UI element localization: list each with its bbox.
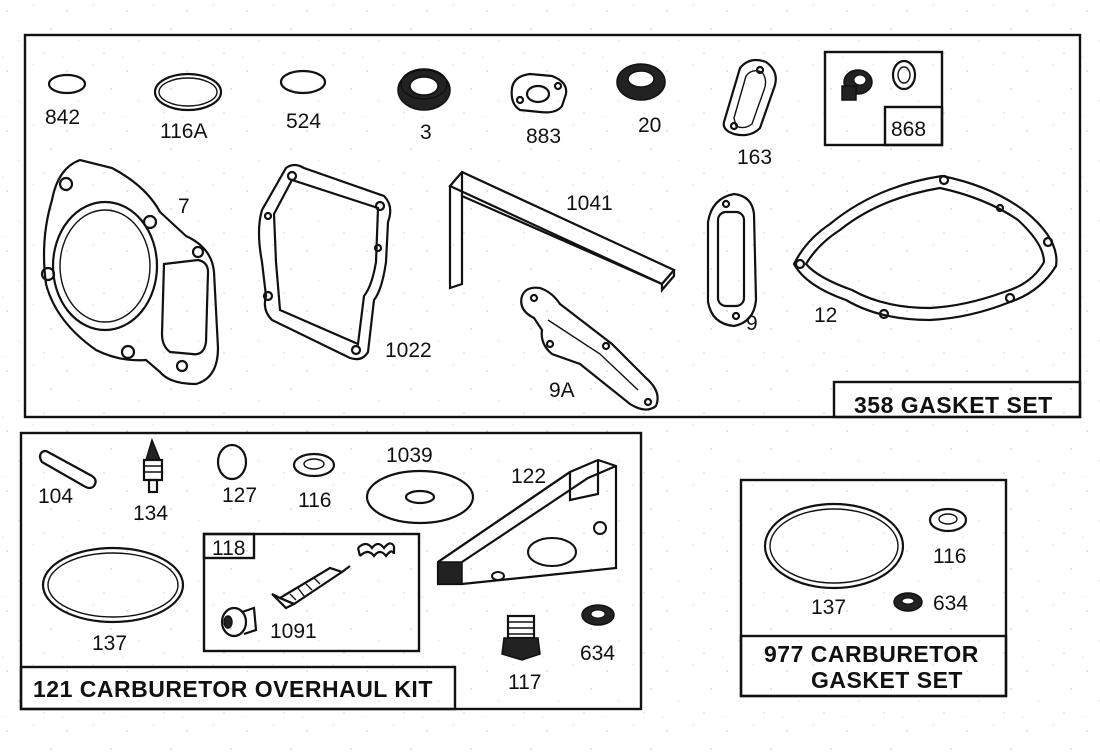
overhaul-kit-label: 121 CARBURETOR OVERHAUL KIT: [33, 676, 433, 702]
label-137-set: 137: [811, 596, 846, 619]
label-127: 127: [222, 484, 257, 507]
label-883: 883: [526, 125, 561, 148]
gasket-set-label-box: [832, 380, 1082, 419]
part-134-needle: [142, 437, 164, 494]
part-9a-gasket: [520, 286, 659, 411]
label-116a: 116A: [160, 120, 208, 143]
part-883-flange-gasket: [510, 72, 568, 114]
label-117: 117: [508, 671, 541, 694]
part-122-spacer: [436, 458, 618, 586]
label-20: 20: [638, 114, 661, 137]
part-1091-limiter-cap: [220, 606, 258, 638]
label-163: 163: [737, 146, 772, 169]
label-3: 3: [420, 121, 432, 144]
label-868: 868: [891, 118, 926, 141]
part-137-oring: [41, 546, 185, 624]
part-7-head-gasket: [40, 158, 220, 386]
label-122: 122: [511, 465, 546, 488]
part-116a-oring: [153, 72, 223, 112]
part-842-oring: [47, 73, 87, 95]
carb-gasket-set-label-line2: GASKET SET: [811, 667, 963, 693]
part-868-group: 868: [823, 50, 944, 147]
part-868-fitting: [841, 69, 873, 101]
gasket-set-frame: [23, 33, 1082, 419]
part-1039-diaphragm: [365, 469, 475, 525]
label-1041: 1041: [566, 192, 613, 215]
label-1091: 1091: [270, 620, 317, 643]
part-137-oring-set: [763, 502, 905, 590]
part-118-spring: [356, 542, 396, 558]
part-127-plug: [216, 443, 248, 481]
part-1022-gasket: [257, 163, 392, 361]
label-634: 634: [580, 642, 615, 665]
part-104-pin: [38, 449, 97, 490]
part-117-fitting: [501, 614, 541, 661]
label-104: 104: [38, 485, 73, 508]
label-116: 116: [298, 489, 331, 512]
label-9: 9: [746, 312, 758, 335]
overhaul-kit-label-box: [19, 665, 457, 711]
part-163-gasket: [722, 58, 777, 137]
part-116a-oring-inner: [158, 77, 218, 107]
part-9-gasket: [706, 192, 758, 328]
label-137: 137: [92, 632, 127, 655]
gasket-set-group: 842 116A 524 3 883 20: [23, 33, 1082, 419]
label-634-set: 634: [933, 592, 968, 615]
label-12: 12: [814, 304, 837, 327]
part-116-washer: [292, 452, 336, 478]
label-524: 524: [286, 110, 321, 133]
part-868-washer: [891, 59, 917, 91]
label-1022: 1022: [385, 339, 432, 362]
label-116-set: 116: [933, 545, 966, 568]
part-116-washer-set: [928, 507, 968, 533]
overhaul-kit-group: 104 134 127 116 1039 122: [19, 431, 643, 711]
carb-gasket-set-label-line1: 977 CARBURETOR: [764, 641, 979, 667]
carb-gasket-set-group: 137 116 634 977 CARBURETOR GASKET SET: [739, 478, 1008, 698]
part-20-oil-seal: [616, 63, 666, 101]
label-7: 7: [178, 195, 190, 218]
part-1041-strip: [448, 170, 676, 293]
label-1039: 1039: [386, 444, 433, 467]
label-9a: 9A: [549, 379, 575, 402]
label-134: 134: [133, 502, 168, 525]
label-118: 118: [212, 537, 245, 560]
label-842: 842: [45, 106, 80, 129]
part-1091-mixture-screw: [271, 565, 351, 610]
part-3-oil-seal: [397, 68, 451, 111]
gasket-set-label: 358 GASKET SET: [854, 392, 1053, 418]
part-524-oring: [279, 69, 327, 95]
part-118-group: 118 1091: [202, 532, 421, 653]
carb-gasket-set-label-box: [739, 634, 1008, 698]
part-12-crankcase-gasket: [792, 174, 1058, 322]
